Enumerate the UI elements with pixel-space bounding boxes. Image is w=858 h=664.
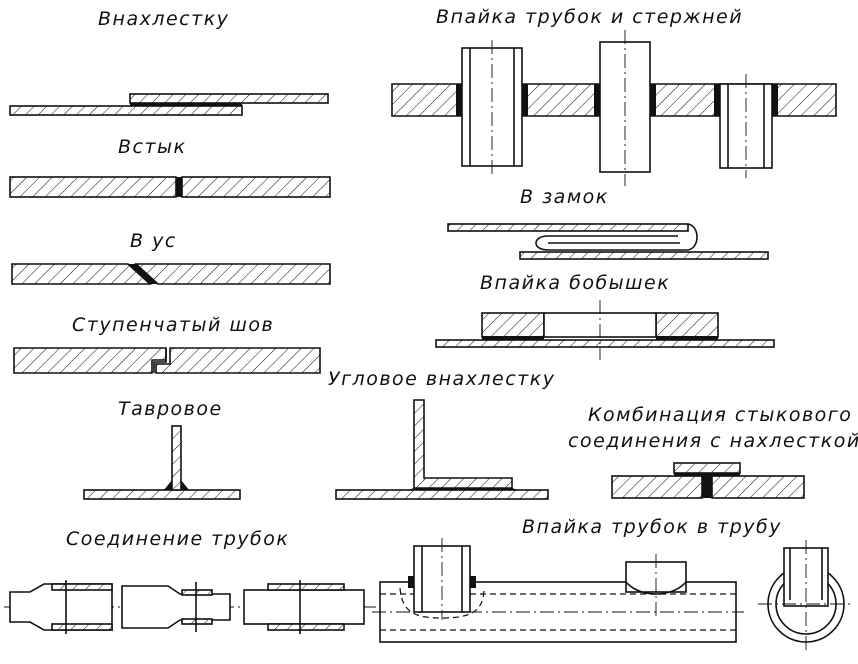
tubes-in-pipe-figure bbox=[372, 538, 852, 650]
tee-joint-figure bbox=[83, 425, 241, 500]
label-scarf-joint: В ус bbox=[130, 230, 177, 252]
label-butt-joint: Встык bbox=[118, 136, 187, 158]
tubes-rods-figure bbox=[391, 30, 837, 186]
stepped-joint-figure bbox=[13, 347, 321, 374]
label-tee-joint: Тавровое bbox=[118, 398, 223, 420]
label-tubes-in-pipe: Впайка трубок в трубу bbox=[522, 516, 782, 538]
boss-figure bbox=[435, 300, 775, 360]
butt-joint-figure bbox=[9, 176, 331, 198]
label-tubes-rods: Впайка трубок и стержней bbox=[436, 6, 744, 28]
tube-joint-figures bbox=[4, 580, 376, 634]
label-stepped-joint: Ступенчатый шов bbox=[72, 314, 275, 336]
corner-lap-figure bbox=[335, 399, 549, 500]
label-lock-seam: В замок bbox=[520, 186, 609, 208]
label-tube-joint: Соединение трубок bbox=[66, 528, 290, 550]
combo-figure bbox=[611, 462, 805, 499]
label-corner-lap: Угловое внахлестку bbox=[328, 368, 556, 390]
label-bosses: Впайка бобышек bbox=[480, 272, 671, 294]
lap-joint-figure bbox=[9, 93, 329, 116]
lock-seam-figure bbox=[447, 223, 769, 260]
scarf-joint-figure bbox=[11, 263, 331, 285]
label-combo-line2: соединения с нахлесткой bbox=[568, 430, 858, 452]
label-combo-line1: Комбинация стыкового bbox=[588, 404, 853, 426]
label-lap-joint: Внахлестку bbox=[98, 8, 230, 30]
